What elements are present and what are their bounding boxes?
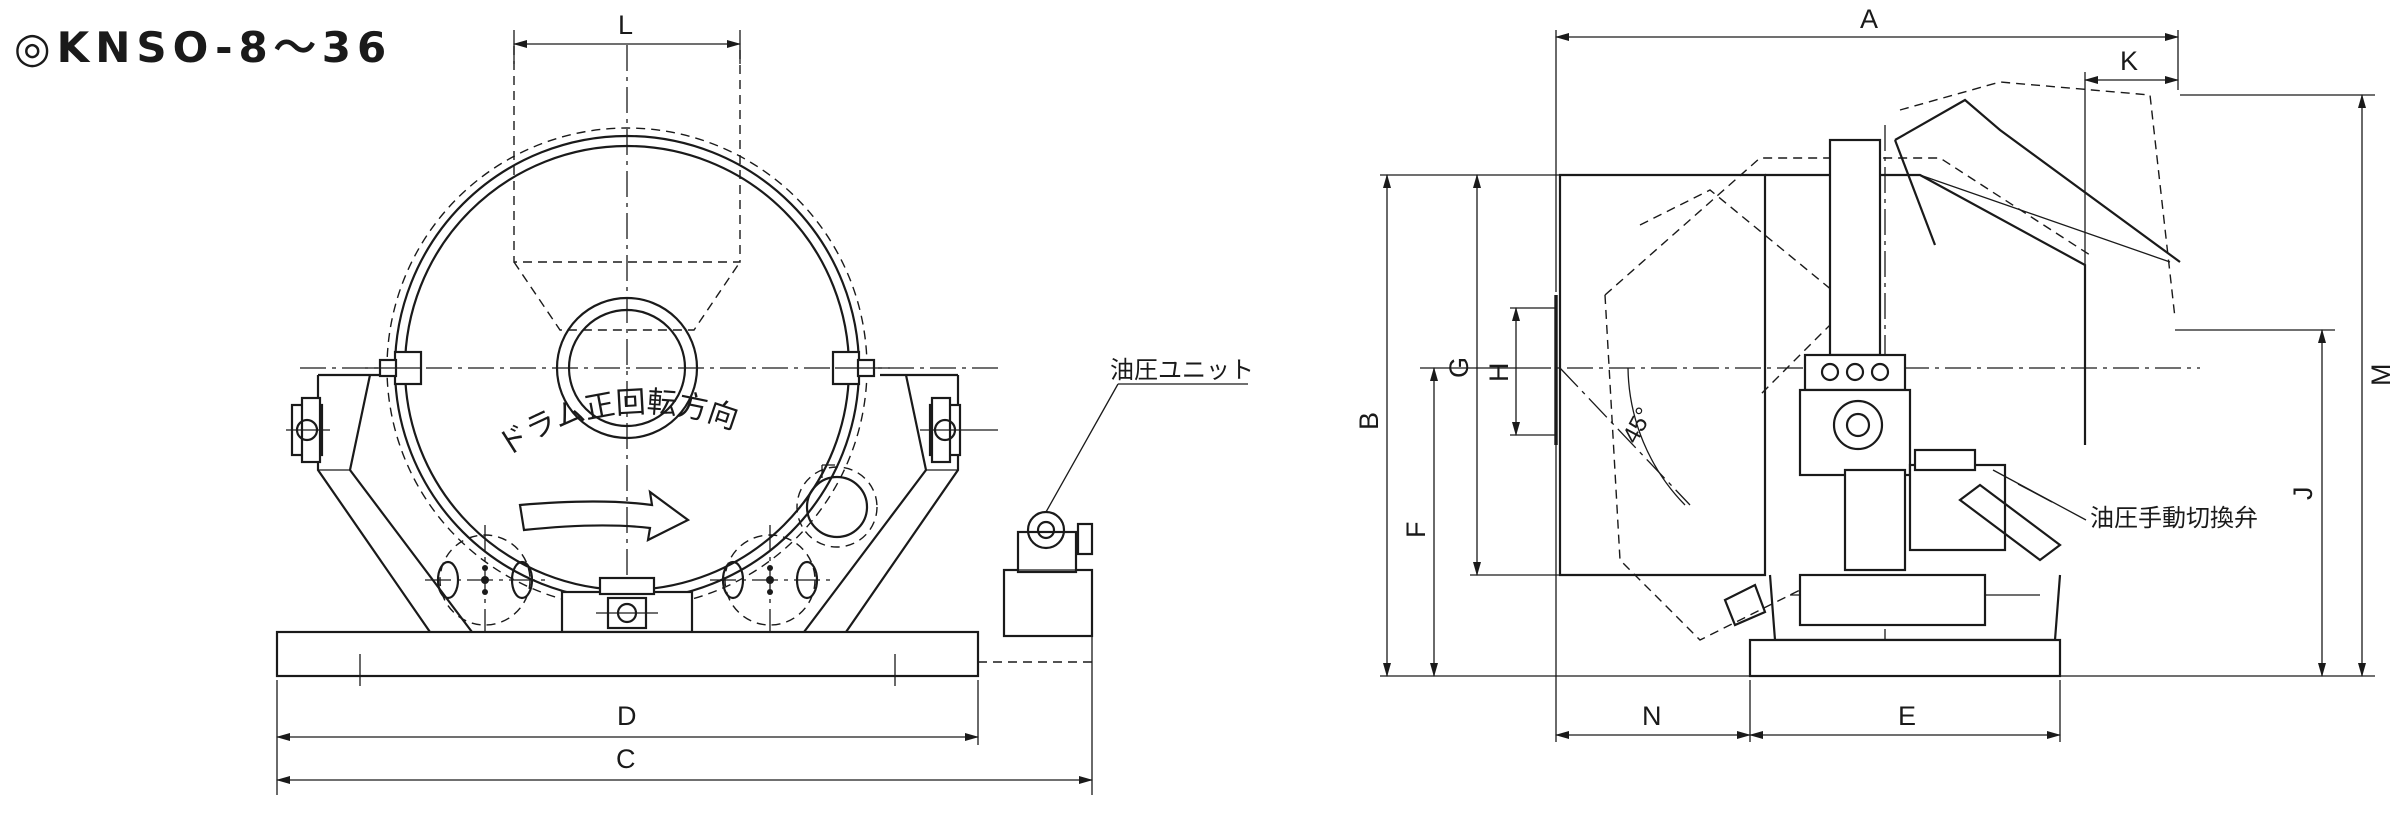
trunnion-bearing-right bbox=[920, 396, 998, 464]
dimension-E: E bbox=[1749, 680, 2061, 742]
base-frame bbox=[275, 630, 980, 686]
trunnion-bearing-left bbox=[286, 396, 330, 464]
dimension-H: H bbox=[1484, 307, 1556, 436]
feed-hopper-hidden bbox=[513, 46, 741, 331]
charge-opening bbox=[555, 296, 699, 440]
hydraulic-unit-label: 油圧ユニット bbox=[1110, 356, 1254, 384]
dimension-C: C bbox=[276, 636, 1093, 795]
dimension-label-A: A bbox=[1860, 4, 1878, 34]
hydraulic-unit bbox=[978, 510, 1094, 663]
side-view: 45° 油圧手動切換弁 A K B G bbox=[1354, 4, 2396, 742]
roller-right bbox=[710, 525, 830, 640]
support-frame-left bbox=[316, 373, 473, 633]
dimension-G: G bbox=[1444, 174, 1560, 576]
dimension-label-N: N bbox=[1642, 701, 1662, 731]
dimension-label-C: C bbox=[616, 744, 636, 774]
discharge-port bbox=[796, 464, 878, 548]
dimension-A: A bbox=[1555, 4, 2179, 292]
drum-bracket-left bbox=[365, 350, 423, 386]
drum-tilted-hidden bbox=[1604, 81, 2176, 641]
dimension-label-F: F bbox=[1401, 522, 1431, 539]
dimension-label-M: M bbox=[2366, 364, 2396, 387]
lid-tilted bbox=[1893, 98, 2181, 263]
drive-motor-side bbox=[1798, 388, 2007, 572]
hydraulic-unit-leader bbox=[1045, 383, 1119, 513]
valve-leader bbox=[1992, 469, 2087, 521]
dimension-label-B: B bbox=[1354, 412, 1384, 430]
drawing-title: ◎KNSO-8～36 bbox=[14, 23, 392, 72]
dimension-B: B bbox=[1354, 174, 1750, 677]
dimension-F: F bbox=[1401, 367, 1525, 677]
dimension-D: D bbox=[276, 680, 979, 745]
dimension-J: J bbox=[2175, 329, 2335, 677]
center-column bbox=[1803, 138, 1907, 392]
front-view: ドラム正回転方向 bbox=[275, 10, 1254, 795]
side-base bbox=[1723, 573, 2062, 678]
dimension-M: M bbox=[2060, 94, 2396, 677]
tilt-angle-indicator: 45° bbox=[1559, 367, 1691, 506]
dimension-label-J: J bbox=[2288, 487, 2318, 501]
dimension-N: N bbox=[1555, 445, 1751, 742]
dimension-label-L: L bbox=[618, 10, 633, 40]
rotation-arrow bbox=[518, 489, 691, 542]
dimension-K: K bbox=[2084, 46, 2179, 265]
roller-left bbox=[425, 525, 545, 640]
dimension-label-K: K bbox=[2120, 46, 2138, 76]
dimension-label-D: D bbox=[617, 701, 637, 731]
tilt-angle-label: 45° bbox=[1617, 403, 1658, 448]
dimension-L: L bbox=[513, 10, 741, 64]
dimension-label-H: H bbox=[1484, 363, 1514, 383]
hydraulic-valve-label: 油圧手動切換弁 bbox=[2090, 504, 2258, 532]
dimension-label-E: E bbox=[1898, 701, 1916, 731]
drum-bracket-right bbox=[831, 350, 890, 386]
